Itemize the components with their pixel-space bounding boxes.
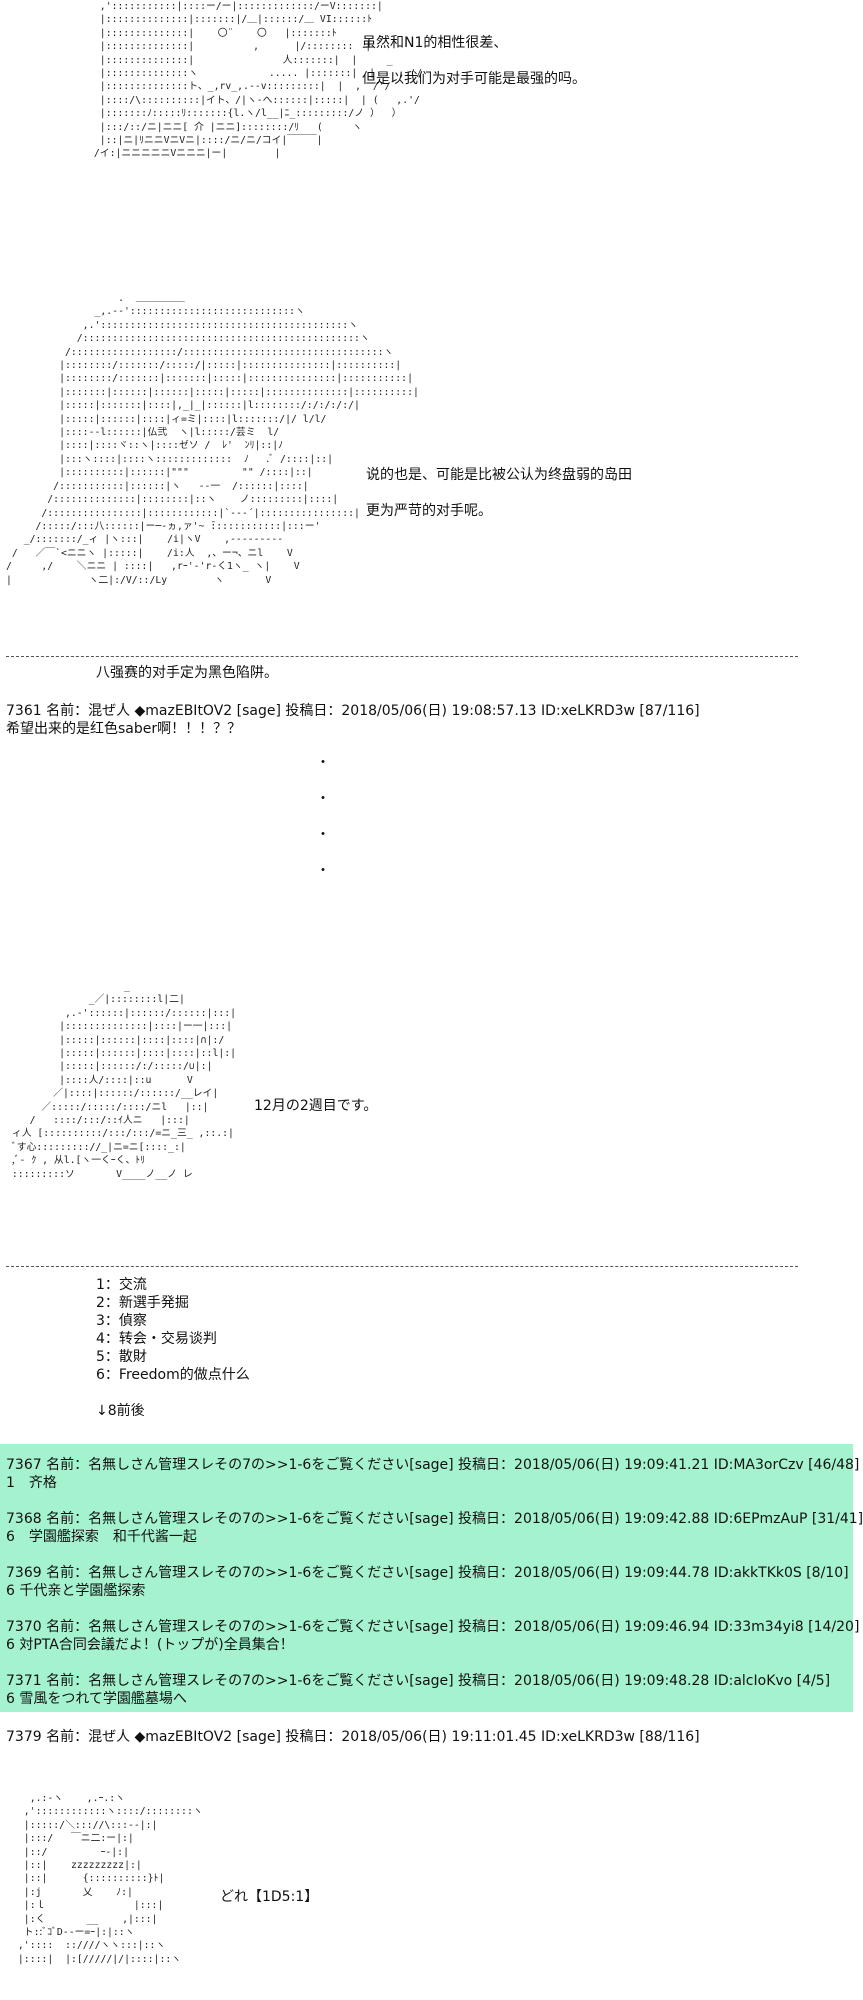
- dice-roll-text: どれ【1D5:1】: [220, 1889, 319, 1905]
- option-item: 6：Freedom的做点什么: [96, 1367, 250, 1383]
- reply-body: 6 雪風をつれて学園艦墓場へ: [6, 1691, 187, 1707]
- ellipsis-dot: ・: [316, 791, 330, 807]
- dashed-divider: [6, 656, 798, 657]
- reply-header: 7369 名前：名無しさん管理スレその7の>>1-6をご覧ください[sage] …: [6, 1565, 849, 1581]
- ascii-art-character: ,.:‐ヽ ,.ｰ.:ヽ ,'::::::::::::ヽ::::/:::::::…: [17, 1793, 203, 1965]
- next-note: ↓8前後: [96, 1403, 145, 1419]
- option-item: 5：散財: [96, 1349, 147, 1365]
- option-item: 3：偵察: [96, 1313, 147, 1329]
- narration-line: 说的也是、可能是比被公认为终盘弱的岛田: [366, 467, 632, 483]
- ellipsis-dot: ・: [316, 755, 330, 771]
- narration-line: 但是以我们为对手可能是最强的吗。: [362, 71, 586, 87]
- reply-body: 1 齐格: [6, 1475, 57, 1491]
- reply-body: 6 学園艦探索 和千代酱一起: [6, 1529, 197, 1545]
- reply-header: 7371 名前：名無しさん管理スレその7の>>1-6をご覧ください[sage] …: [6, 1673, 831, 1689]
- narration-line: 虽然和N1的相性很差、: [362, 35, 508, 51]
- ellipsis-dot: ・: [316, 827, 330, 843]
- option-item: 4：转会・交易谈判: [96, 1331, 217, 1347]
- reply-body: 6 千代亲と学園艦探索: [6, 1583, 146, 1599]
- ascii-art-character: . ＿＿＿＿＿ _,.-‐'::::::::::::::::::::::::::…: [6, 293, 419, 586]
- narration-line: 更为严苛的对手呢。: [366, 503, 492, 519]
- ascii-art-top: ,':::::::::::|::::ー/ー|:::::::::::::/ーV::…: [93, 1, 423, 160]
- reply-header: 7368 名前：名無しさん管理スレその7の>>1-6をご覧ください[sage] …: [6, 1511, 863, 1527]
- post-header: 7379 名前：混ぜ人 ◆mazEBItOV2 [sage] 投稿日：2018/…: [6, 1729, 700, 1745]
- highlighted-replies-block: [0, 1444, 853, 1712]
- reply-body: 6 対PTA合同会議だよ！(トップが)全員集合！: [6, 1637, 294, 1653]
- ellipsis-dot: ・: [316, 863, 330, 879]
- dashed-divider: [6, 1266, 798, 1267]
- reply-header: 7367 名前：名無しさん管理スレその7の>>1-6をご覧ください[sage] …: [6, 1457, 860, 1473]
- option-item: 2：新選手発掘: [96, 1295, 189, 1311]
- post-header: 7361 名前：混ぜ人 ◆mazEBItOV2 [sage] 投稿日：2018/…: [6, 703, 700, 719]
- ascii-art-character: _ _／|::::::::l|二| ,.-'::::::|::::::/::::…: [11, 981, 237, 1180]
- narration-line: 八强赛的对手定为黑色陷阱。: [96, 665, 278, 681]
- post-body: 希望出来的是红色saber啊！！！？？: [6, 721, 242, 737]
- option-item: 1：交流: [96, 1277, 147, 1293]
- reply-header: 7370 名前：名無しさん管理スレその7の>>1-6をご覧ください[sage] …: [6, 1619, 860, 1635]
- narration-line: 12月の2週目です。: [254, 1098, 378, 1114]
